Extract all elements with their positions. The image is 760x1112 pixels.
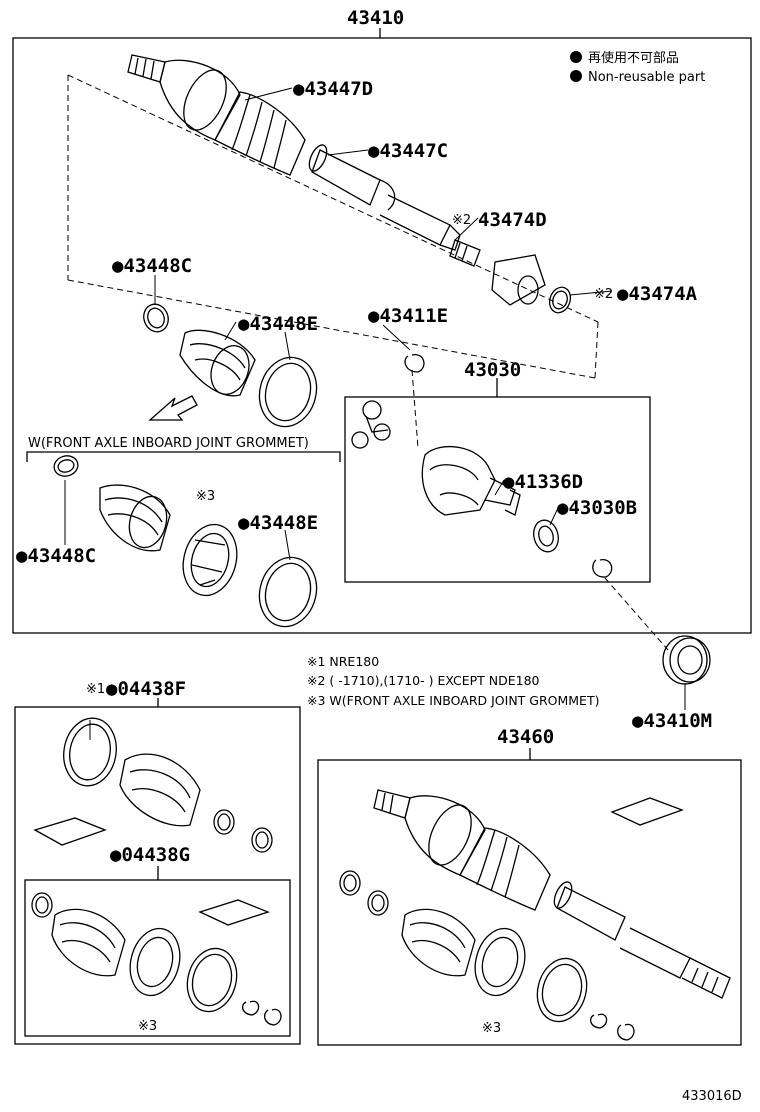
part-43448E-top: ●43448E — [238, 313, 318, 335]
kit-04438G-frame — [24, 879, 291, 1037]
diagram-id: 433016D — [682, 1089, 742, 1104]
part-43410M: ●43410M — [632, 710, 712, 732]
part-43460: 43460 — [497, 726, 554, 748]
part-43030B: ●43030B — [557, 497, 637, 519]
legend-dot-icon — [570, 51, 582, 63]
part-43448E-bottom: ●43448E — [238, 512, 318, 534]
drive-shaft-43410-drawing — [127, 54, 572, 314]
part-43447C: ●43447C — [368, 140, 448, 162]
note-mark-3: ※3 — [138, 1019, 157, 1034]
assembly-43030-frame — [344, 396, 651, 583]
note-mark-2: ※2 — [594, 287, 613, 302]
part-43474A: ●43474A — [617, 283, 698, 305]
note-mark-1: ※1 — [86, 682, 105, 697]
note-3: ※3 W(FRONT AXLE INBOARD JOINT GROMMET) — [307, 693, 599, 708]
legend-dot-icon — [570, 70, 582, 82]
grommet-caption: W(FRONT AXLE INBOARD JOINT GROMMET) — [28, 436, 309, 451]
drive-shaft-43460-drawing — [339, 789, 731, 1041]
part-43447D: ●43447D — [293, 78, 373, 100]
part-04438G: ●04438G — [110, 844, 190, 866]
note-mark-2: ※2 — [452, 213, 471, 228]
legend-reuse-en: Non-reusable part — [588, 70, 705, 85]
part-43474D: 43474D — [478, 209, 547, 231]
inner-joint-43030-drawing — [351, 400, 613, 578]
note-2: ※2 ( -1710),(1710- ) EXCEPT NDE180 — [307, 673, 540, 688]
assembly-43460-frame — [317, 759, 742, 1046]
note-mark-3: ※3 — [196, 489, 215, 504]
boot-kit-04438G-drawing — [31, 892, 282, 1026]
part-04438F: ●04438F — [106, 678, 186, 700]
assembly-number-43410: 43410 — [347, 7, 404, 29]
part-43411E: ●43411E — [368, 305, 448, 327]
part-43030: 43030 — [464, 359, 521, 381]
part-41336D: ●41336D — [503, 471, 583, 493]
boot-kit-04438F-drawing — [33, 717, 273, 853]
part-43448C-top: ●43448C — [112, 255, 192, 277]
note-mark-3: ※3 — [482, 1021, 501, 1036]
legend-reuse-jp: 再使用不可部品 — [588, 50, 679, 66]
note-1: ※1 NRE180 — [307, 654, 379, 669]
assembly-43410-frame — [12, 37, 752, 634]
part-43448C-bottom: ●43448C — [16, 545, 96, 567]
